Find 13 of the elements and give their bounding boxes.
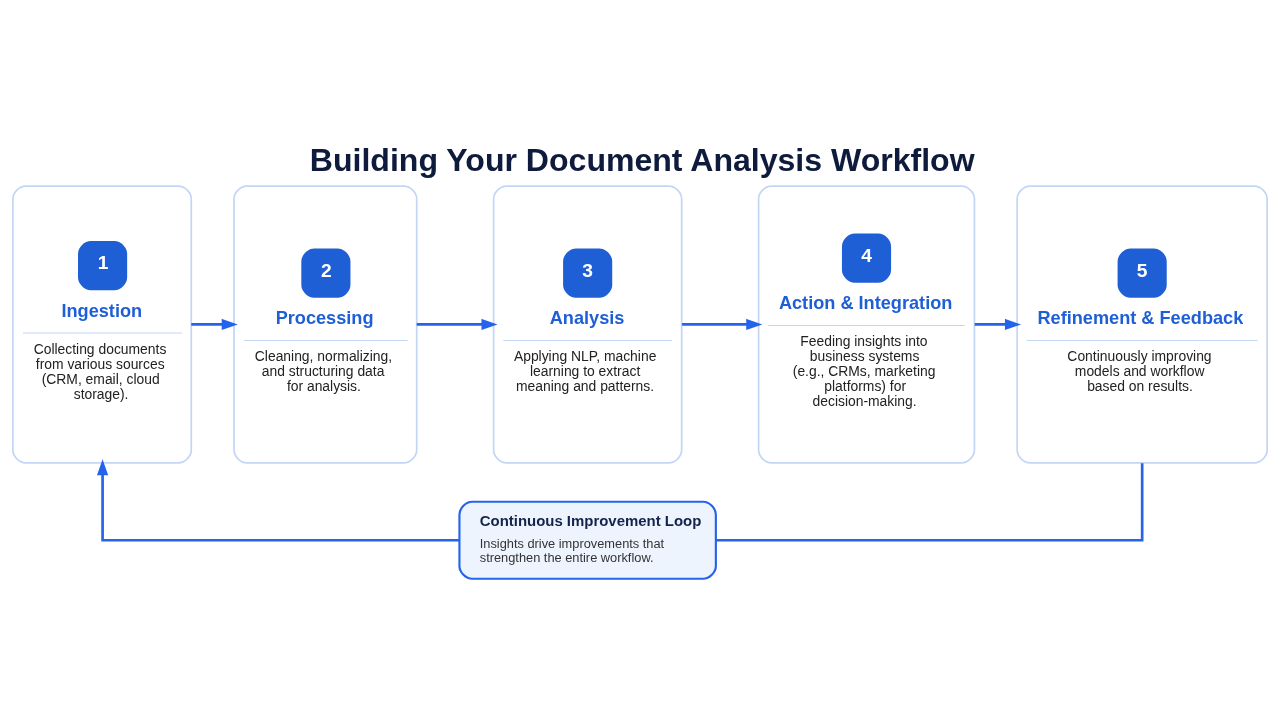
node-box: 5 Refinement & Feedback Continuously improving models and workflow based on results. (1016, 184, 1269, 464)
arrow (682, 318, 763, 330)
arrow (96, 458, 460, 542)
arrow (191, 318, 238, 330)
node-box: 3 Analysis Applying NLP, machine learning to extract meaning and patterns. (492, 184, 683, 464)
connector (715, 462, 1144, 542)
node-box: Continuous Improvement Loop Insights drive improvements that strengthen the entire workflow. (458, 500, 717, 580)
diagram-title: Building Your Document Analysis Workflow (309, 141, 975, 178)
node-box: 1 Ingestion Collecting documents from various sources (CRM, email, cloud storage). (11, 184, 193, 464)
arrow (416, 318, 498, 330)
arrow (974, 318, 1021, 330)
node-box: 2 Processing Cleaning, normalizing, and structuring data for analysis. (233, 184, 418, 464)
node-box: 4 Action & Integration Feeding insights into business systems (e.g., CRMs, marketing platforms) for decision-making. (757, 184, 976, 464)
